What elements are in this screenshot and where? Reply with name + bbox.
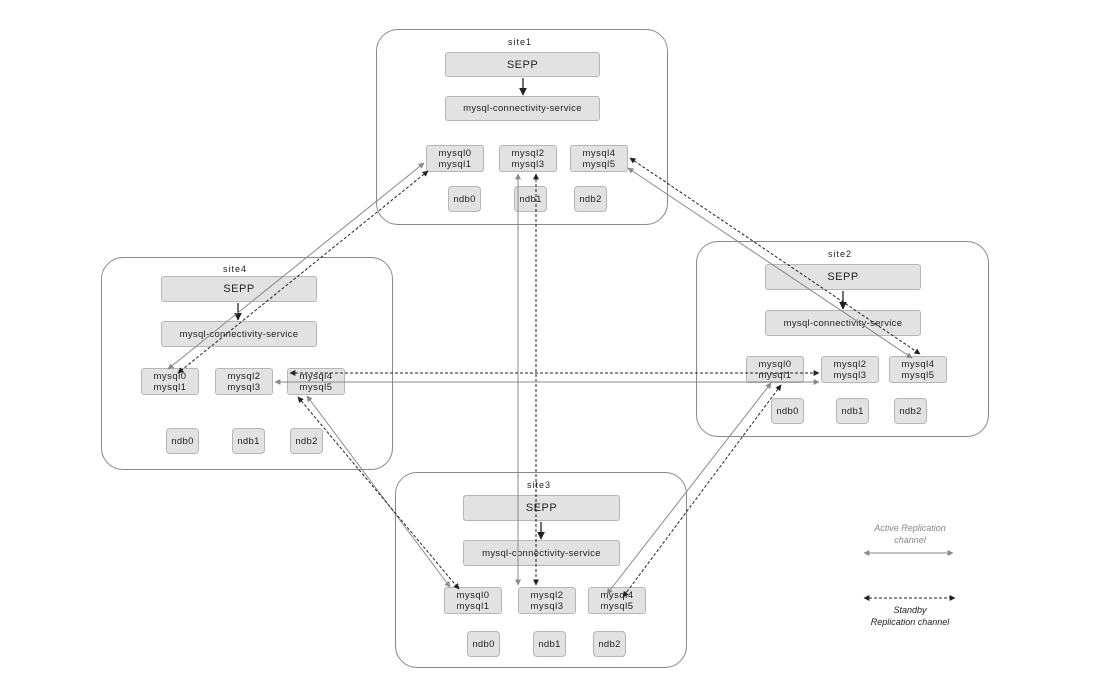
site3-mysql2-mysql3: mysql2 mysql3	[518, 587, 576, 614]
legend-active-line1: Active Replication	[874, 523, 946, 533]
site1-ndb2: ndb2	[574, 186, 607, 212]
site3-ndb1: ndb1	[533, 631, 566, 657]
site2-sepp: SEPP	[765, 264, 921, 290]
site2-mysql2: mysql2	[833, 358, 867, 370]
site4-mysql2: mysql2	[227, 370, 261, 382]
site1-mysql0-mysql1: mysql0 mysql1	[426, 145, 484, 172]
site4-mysql0: mysql0	[153, 370, 187, 382]
site4-sepp: SEPP	[161, 276, 317, 302]
site3-ndb2: ndb2	[593, 631, 626, 657]
site3-mysql1: mysql1	[456, 600, 490, 612]
site2-mysql3: mysql3	[833, 369, 867, 381]
site4-mysql1: mysql1	[153, 381, 187, 393]
site4-mysql4-mysql5: mysql4 mysql5	[287, 368, 345, 395]
site1-mysql2-mysql3: mysql2 mysql3	[499, 145, 557, 172]
site4-ndb2: ndb2	[290, 428, 323, 454]
site3-mysql3: mysql3	[530, 600, 564, 612]
site4-ndb1: ndb1	[232, 428, 265, 454]
site4-ndb0: ndb0	[166, 428, 199, 454]
site1-mysql3: mysql3	[511, 158, 545, 170]
site2-mysql4: mysql4	[901, 358, 935, 370]
legend-active-label: Active Replication channel	[850, 522, 970, 546]
site1-label: site1	[508, 37, 533, 47]
site3-mysql0-mysql1: mysql0 mysql1	[444, 587, 502, 614]
site4-mysql3: mysql3	[227, 381, 261, 393]
site1-mysql1: mysql1	[438, 158, 472, 170]
site2-mysql0-mysql1: mysql0 mysql1	[746, 356, 804, 383]
site3-sepp: SEPP	[463, 495, 620, 521]
site1-connectivity-service: mysql-connectivity-service	[445, 96, 600, 121]
site3-mysql2: mysql2	[530, 589, 564, 601]
site1-ndb1: ndb1	[514, 186, 547, 212]
site1-sepp: SEPP	[445, 52, 600, 77]
site4-label: site4	[223, 264, 248, 274]
site2-mysql1: mysql1	[758, 369, 792, 381]
site3-mysql5: mysql5	[600, 600, 634, 612]
site3-mysql4: mysql4	[600, 589, 634, 601]
legend-active-line2: channel	[894, 535, 926, 545]
site2-ndb2: ndb2	[894, 398, 927, 424]
site3-mysql0: mysql0	[456, 589, 490, 601]
site1-mysql4: mysql4	[582, 147, 616, 159]
site2-mysql5: mysql5	[901, 369, 935, 381]
legend-standby-line2: Replication channel	[870, 617, 950, 627]
site3-ndb0: ndb0	[467, 631, 500, 657]
site2-mysql0: mysql0	[758, 358, 792, 370]
site1-mysql2: mysql2	[511, 147, 545, 159]
site2-mysql4-mysql5: mysql4 mysql5	[889, 356, 947, 383]
legend-standby-label: Standby Replication channel	[850, 604, 970, 628]
site1-mysql0: mysql0	[438, 147, 472, 159]
site4-mysql5: mysql5	[299, 381, 333, 393]
site3-connectivity-service: mysql-connectivity-service	[463, 540, 620, 566]
site1-ndb0: ndb0	[448, 186, 481, 212]
site2-label: site2	[828, 249, 853, 259]
site3-label: site3	[527, 480, 552, 490]
site4-mysql0-mysql1: mysql0 mysql1	[141, 368, 199, 395]
site2-mysql2-mysql3: mysql2 mysql3	[821, 356, 879, 383]
site2-connectivity-service: mysql-connectivity-service	[765, 310, 921, 336]
site2-ndb1: ndb1	[836, 398, 869, 424]
legend-standby-line1: Standby	[893, 605, 927, 615]
site4-mysql2-mysql3: mysql2 mysql3	[215, 368, 273, 395]
site1-mysql5: mysql5	[582, 158, 616, 170]
site1-mysql4-mysql5: mysql4 mysql5	[570, 145, 628, 172]
site2-ndb0: ndb0	[771, 398, 804, 424]
site4-mysql4: mysql4	[299, 370, 333, 382]
site3-mysql4-mysql5: mysql4 mysql5	[588, 587, 646, 614]
site4-connectivity-service: mysql-connectivity-service	[161, 321, 317, 347]
